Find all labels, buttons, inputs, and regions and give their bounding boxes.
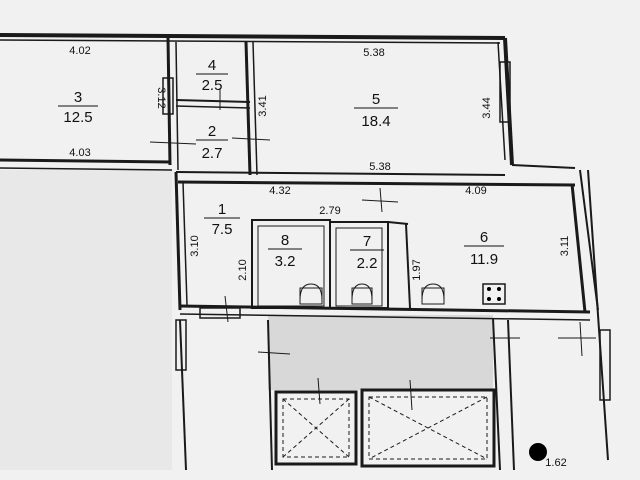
room-area-6: 11.9 (470, 251, 498, 268)
dim-bath-height-right: 1.97 (411, 259, 423, 280)
room-number-7: 7 (363, 233, 371, 250)
room-number-8: 8 (281, 232, 289, 249)
dim-room2-side: 3.41 (257, 95, 269, 116)
room-area-2: 2.7 (202, 145, 223, 162)
room-area-3: 12.5 (63, 109, 92, 126)
dim-bath-top: 2.79 (319, 205, 340, 217)
room-label-6: 6 11.9 (464, 229, 504, 268)
dim-room5-bottom: 5.38 (369, 161, 390, 173)
dim-room1-top: 4.32 (269, 185, 290, 197)
room-number-6: 6 (480, 229, 488, 246)
dim-room3-top: 4.02 (69, 45, 90, 57)
room-number-5: 5 (372, 91, 380, 108)
left-lower-block (0, 170, 172, 470)
room-label-8: 8 3.2 (268, 232, 302, 270)
room-area-5: 18.4 (361, 113, 390, 130)
dim-room3-bottom: 4.03 (69, 147, 90, 159)
dim-bath-height-left: 2.10 (237, 259, 249, 280)
room-label-7: 7 2.2 (350, 233, 384, 272)
room-area-4: 2.5 (202, 77, 223, 94)
stair-shading (268, 315, 493, 390)
room-number-1: 1 (218, 201, 226, 218)
room-number-2: 2 (208, 123, 216, 140)
dim-room3-side: 3.12 (155, 87, 167, 108)
walls (0, 33, 611, 471)
room-area-8: 3.2 (275, 253, 296, 270)
room-area-1: 7.5 (212, 221, 233, 238)
room-label-5: 5 18.4 (354, 91, 398, 130)
dim-room6-top: 4.09 (465, 185, 486, 197)
room-label-1: 1 7.5 (204, 201, 240, 238)
room-number-3: 3 (74, 89, 82, 106)
dim-lower-right: 1.62 (545, 457, 566, 469)
room-label-2: 2 2.7 (196, 123, 228, 162)
room-number-4: 4 (208, 57, 216, 74)
dim-room6-side: 3.11 (559, 236, 571, 257)
dim-room5-top: 5.38 (363, 47, 384, 59)
dim-room1-side: 3.10 (189, 235, 201, 256)
room-label-4: 4 2.5 (196, 57, 228, 94)
dim-room5-side: 3.44 (481, 97, 493, 118)
room-label-3: 3 12.5 (58, 89, 98, 126)
room-area-7: 2.2 (357, 255, 378, 272)
